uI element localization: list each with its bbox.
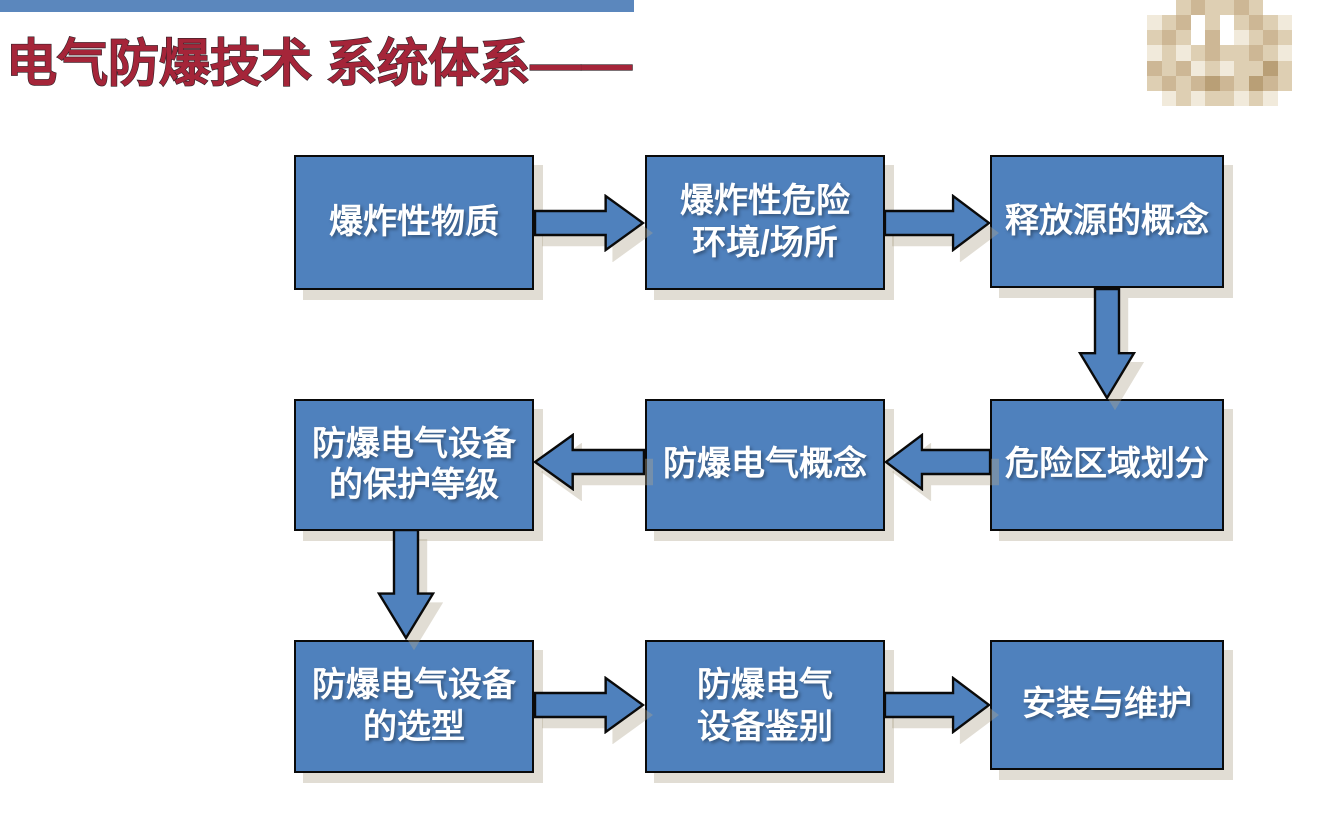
node-label-line: 防爆电气设备	[312, 666, 516, 705]
arrow-right-selection-to-identification-icon	[534, 676, 645, 734]
flow-node-release-source-concept: 释放源的概念	[990, 155, 1224, 288]
node-label-line: 环境/场所	[692, 223, 838, 262]
flow-node-hazardous-area-classification: 危险区域划分	[990, 399, 1224, 531]
top-accent-bar	[0, 0, 634, 12]
arrow-right-environment-to-release-source-icon	[884, 194, 991, 252]
node-label-line: 爆炸性物质	[329, 202, 499, 241]
node-label-line: 的选型	[363, 707, 465, 746]
flow-node-equipment-identification: 防爆电气 设备鉴别	[645, 640, 885, 773]
node-label-line: 的保护等级	[329, 466, 499, 504]
node-label-line: 防爆电气概念	[663, 445, 867, 484]
flow-node-installation-maintenance: 安装与维护	[990, 640, 1224, 770]
node-label-line: 爆炸性危险	[680, 182, 850, 221]
node-label-line: 设备鉴别	[697, 707, 833, 746]
arrow-right-identification-to-installation-icon	[884, 676, 991, 734]
logo-image	[1147, 0, 1292, 106]
flow-node-exproof-electrical-concept: 防爆电气概念	[645, 399, 885, 531]
arrow-down-release-source-to-area-classification-icon	[1078, 288, 1136, 400]
flow-node-equipment-protection-level: 防爆电气设备 的保护等级	[294, 399, 534, 531]
node-label-line: 安装与维护	[1022, 685, 1192, 724]
node-label-line: 释放源的概念	[1005, 201, 1209, 240]
arrow-left-area-classification-to-electrical-concept-icon	[884, 433, 991, 491]
slide-title: 电气防爆技术 系统体系——	[5, 34, 633, 92]
node-label-line: 危险区域划分	[1005, 445, 1209, 484]
flow-node-explosive-substances: 爆炸性物质	[294, 155, 534, 290]
arrow-left-electrical-concept-to-protection-level-icon	[533, 433, 645, 491]
arrow-right-substances-to-environment-icon	[534, 194, 645, 252]
node-label-line: 防爆电气	[697, 666, 833, 705]
arrow-down-protection-level-to-selection-icon	[377, 529, 435, 640]
flow-node-equipment-selection: 防爆电气设备 的选型	[294, 640, 534, 773]
node-label-line: 防爆电气设备	[312, 424, 516, 463]
flow-node-hazardous-environment: 爆炸性危险 环境/场所	[645, 155, 885, 290]
